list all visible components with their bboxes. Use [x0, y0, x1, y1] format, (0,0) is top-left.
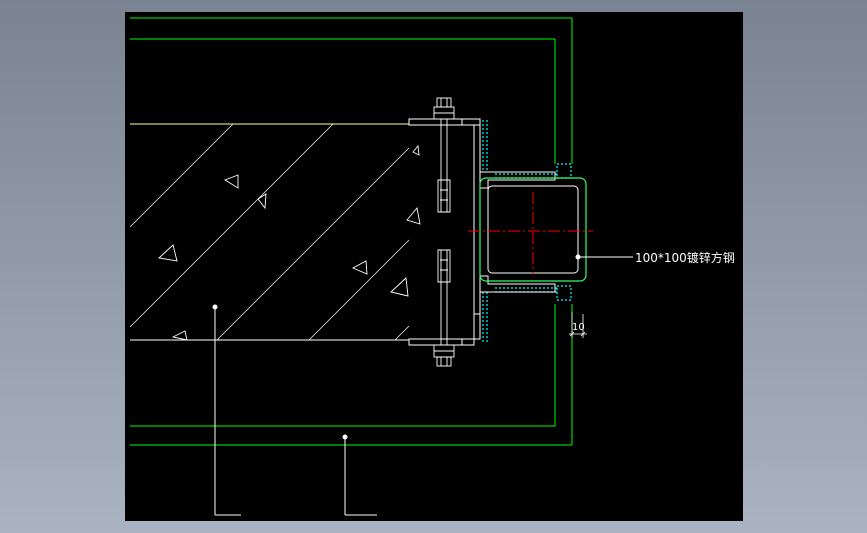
angle-bracket: [408, 118, 481, 346]
sealant-strips: [482, 120, 572, 344]
bottom-leaders: [212, 304, 377, 516]
dimension-10: [569, 312, 587, 338]
cad-viewport[interactable]: 100*100镀锌方钢 10: [125, 12, 743, 521]
cad-drawing: 100*100镀锌方钢 10: [129, 17, 735, 516]
tube-label-leader: [575, 254, 633, 260]
anchor-bolt-lower: [433, 249, 455, 367]
concrete-hatch: [129, 123, 410, 341]
concrete-wall: [129, 123, 421, 341]
outer-frame: [130, 17, 573, 446]
anchor-bolt-upper: [433, 97, 455, 213]
aggregate-triangles: [158, 144, 421, 341]
dimension-value: 10: [572, 322, 585, 333]
square-steel-tube: [468, 177, 593, 282]
connector-plates: [480, 171, 556, 293]
steel-tube-label: 100*100镀锌方钢: [635, 250, 735, 265]
